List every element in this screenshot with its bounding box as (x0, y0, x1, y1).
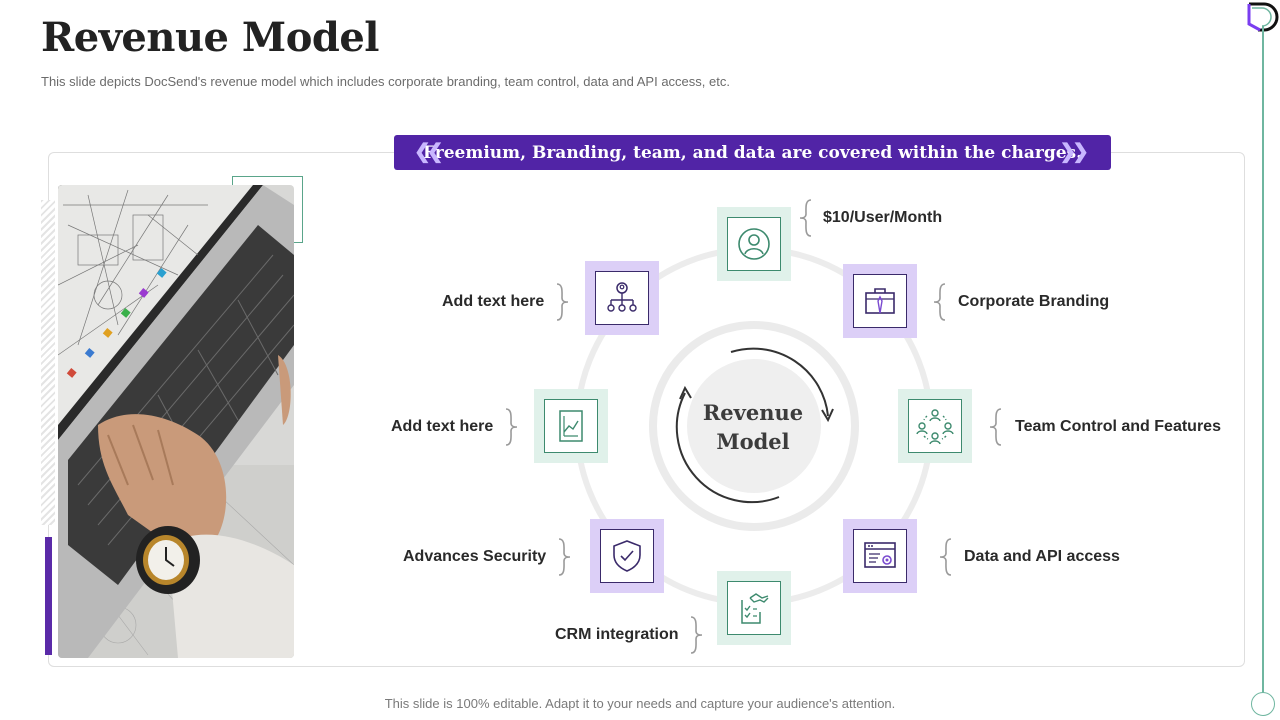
footer-note: This slide is 100% editable. Adapt it to… (384, 696, 896, 711)
page-subtitle: This slide depicts DocSend's revenue mod… (41, 74, 730, 89)
tile-branding[interactable] (843, 264, 917, 338)
double-chevron-right-icon: ❯❯ (1059, 139, 1088, 163)
report-chart-icon (559, 410, 583, 442)
item-label-branding: Corporate Branding (958, 293, 1110, 310)
brand-logo-icon (1247, 2, 1279, 32)
tile-user[interactable] (717, 207, 791, 281)
tile-branding-inner (853, 274, 907, 328)
right-decorative-line (1262, 26, 1264, 694)
tile-security-inner (600, 529, 654, 583)
page-title: Revenue Model (41, 14, 380, 61)
item-label-placeholder-1: Add text here (442, 293, 545, 310)
brace-right-icon (505, 408, 518, 446)
api-settings-icon (864, 542, 896, 568)
item-label-team: Team Control and Features (1015, 418, 1221, 435)
decorative-stripes (41, 200, 55, 525)
tile-user-inner (727, 217, 781, 271)
center-title-line2: Model (716, 429, 790, 454)
briefcase-icon (865, 288, 895, 314)
tile-team-inner (908, 399, 962, 453)
brace-left-icon (939, 538, 952, 576)
brace-right-icon (558, 538, 571, 576)
tile-report[interactable] (534, 389, 608, 463)
banner-text: Freemium, Branding, team, and data are c… (422, 142, 1083, 163)
item-label-placeholder-2: Add text here (391, 418, 494, 435)
brace-left-icon (989, 408, 1002, 446)
item-label-crm: CRM integration (555, 626, 679, 643)
center-title: Revenue Model (690, 398, 816, 456)
tile-crm-inner (727, 581, 781, 635)
user-icon (738, 228, 770, 260)
tile-api-inner (853, 529, 907, 583)
handshake-document-icon (741, 593, 769, 624)
brace-right-icon (690, 616, 703, 654)
shield-check-icon (613, 540, 641, 572)
tile-api[interactable] (843, 519, 917, 593)
org-chart-icon (607, 282, 637, 312)
center-title-line1: Revenue (702, 400, 804, 425)
decorative-purple-bar (45, 537, 52, 655)
info-banner: ❮❮ Freemium, Branding, team, and data ar… (394, 135, 1111, 170)
bottom-decorative-circle (1251, 692, 1275, 716)
item-label-api: Data and API access (964, 548, 1120, 565)
brace-left-icon (799, 199, 812, 237)
tile-org-chart[interactable] (585, 261, 659, 335)
brace-right-icon (556, 283, 569, 321)
tile-org-chart-inner (595, 271, 649, 325)
tile-crm[interactable] (717, 571, 791, 645)
item-label-pricing: $10/User/Month (823, 209, 943, 226)
brace-left-icon (933, 283, 946, 321)
team-icon (916, 409, 954, 445)
tile-report-inner (544, 399, 598, 453)
double-chevron-left-icon: ❮❮ (414, 139, 443, 163)
item-label-security: Advances Security (403, 548, 547, 565)
tile-security[interactable] (590, 519, 664, 593)
laptop-photo (58, 185, 294, 658)
tile-team[interactable] (898, 389, 972, 463)
